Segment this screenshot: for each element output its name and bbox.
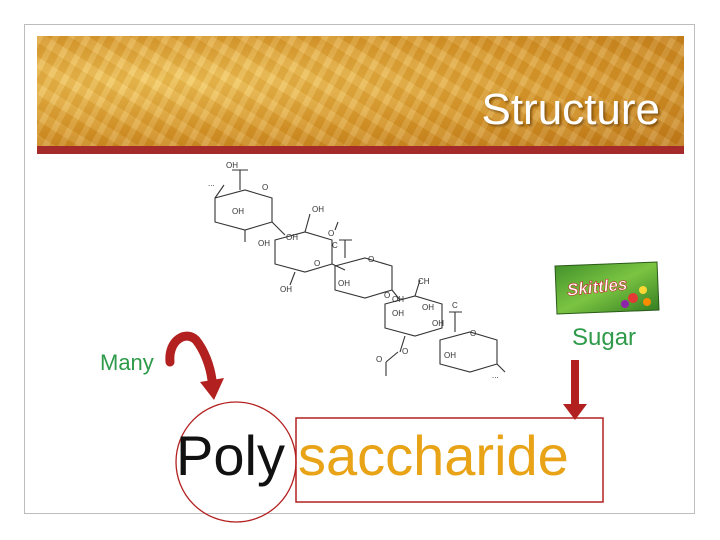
side-chain-1 xyxy=(214,169,286,242)
atom-label: OH xyxy=(286,233,298,242)
side-chain-3 xyxy=(334,221,401,301)
atom-label: O xyxy=(402,347,408,356)
atom-label: OH xyxy=(226,161,238,170)
banner-rule xyxy=(37,146,684,154)
atom-label: O xyxy=(368,255,374,264)
atom-label: C xyxy=(452,301,458,310)
word-prefix-poly: Poly xyxy=(176,424,285,487)
side-chain-5 xyxy=(449,311,506,373)
atom-label: OH xyxy=(280,285,292,294)
word-root-saccharide: saccharide xyxy=(298,424,569,487)
continuation-dots: ... xyxy=(208,179,215,188)
atom-label: OH xyxy=(312,205,324,214)
label-sugar: Sugar xyxy=(572,324,637,351)
atom-label: OH xyxy=(392,309,404,318)
atom-label: OH xyxy=(258,239,270,248)
atom-label: OH xyxy=(444,351,456,360)
atom-label: C xyxy=(332,241,338,250)
curved-arrow-icon xyxy=(165,331,217,385)
atom-label: OH xyxy=(432,319,444,328)
atom-label: O xyxy=(314,259,320,268)
continuation-dots: ... xyxy=(492,371,499,380)
atom-label: OH xyxy=(422,303,434,312)
atom-label: OH xyxy=(232,207,244,216)
saccharide-highlight-box xyxy=(295,417,604,503)
down-arrow-icon xyxy=(571,360,579,406)
atom-label: OH xyxy=(338,279,350,288)
slide-title: Structure xyxy=(481,85,660,134)
atom-label: OH xyxy=(392,295,404,304)
atom-label: O xyxy=(376,355,382,364)
atom-label: O xyxy=(262,183,268,192)
atom-label: O xyxy=(328,229,334,238)
label-many: Many xyxy=(100,350,154,375)
atom-label: O xyxy=(470,329,476,338)
atom-label: CH xyxy=(418,277,430,286)
title-banner xyxy=(37,36,684,146)
atom-label: O xyxy=(384,291,390,300)
side-chain-2 xyxy=(289,213,346,286)
skittles-pack-image: Skittles xyxy=(554,261,660,315)
side-chain-4 xyxy=(385,279,421,376)
